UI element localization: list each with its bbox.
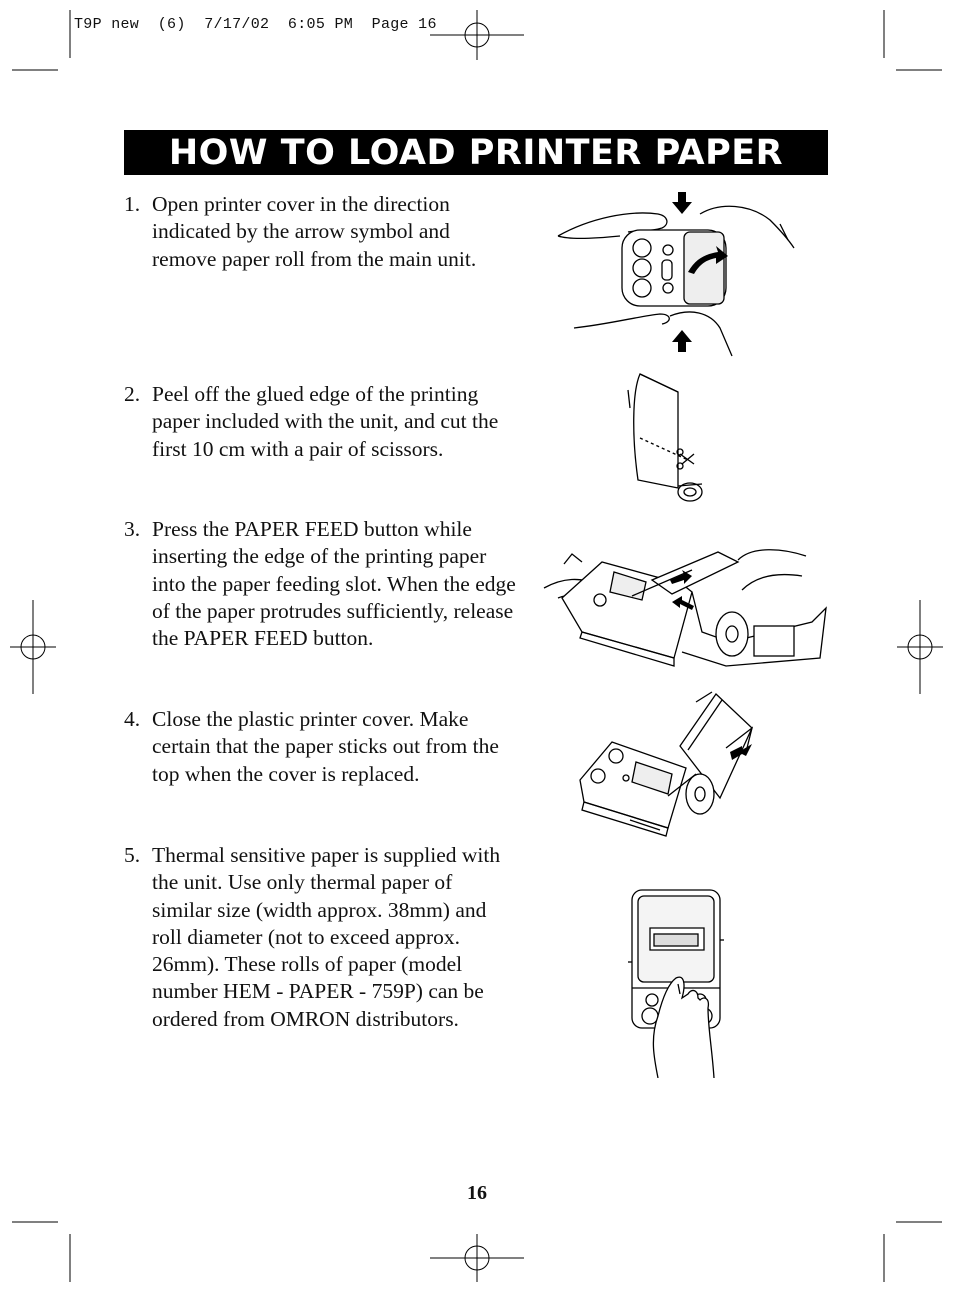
step-text: Peel off the glued edge of the printing … [152,382,499,461]
step-text: Close the plastic printer cover. Make ce… [152,707,499,786]
step-text: Open printer cover in the direction indi… [152,192,477,271]
registration-mark-top [430,10,524,60]
print-slug: T9P new (6) 7/17/02 6:05 PM Page 16 [74,16,437,33]
step-text: Thermal sensitive paper is supplied with… [152,843,501,1031]
open-cover-illustration [557,192,795,357]
step-5: 5. Thermal sensitive paper is supplied w… [124,842,516,1033]
page-number: 16 [467,1182,487,1204]
step-number: 2. [124,382,141,406]
press-feed-button-illustration [628,889,724,1078]
step-1: 1. Open printer cover in the direction i… [124,191,516,273]
step-number: 3. [124,517,141,541]
registration-mark-bottom [430,1234,524,1282]
step-3: 3. Press the PAPER FEED button while ins… [124,516,516,652]
step-4: 4. Close the plastic printer cover. Make… [124,706,516,788]
registration-mark-left [10,600,56,694]
step-number: 4. [124,707,141,731]
step-number: 1. [124,192,141,216]
close-cover-illustration [579,691,754,837]
paper-roll-scissors-illustration [627,373,703,502]
page-title: HOW TO LOAD PRINTER PAPER [168,132,784,173]
step-number: 5. [124,843,141,867]
step-text: Press the PAPER FEED button while insert… [152,517,516,651]
registration-mark-right [897,600,943,694]
step-2: 2. Peel off the glued edge of the printi… [124,381,516,463]
page-title-bar: HOW TO LOAD PRINTER PAPER [124,130,828,175]
feed-paper-illustration [543,549,827,667]
